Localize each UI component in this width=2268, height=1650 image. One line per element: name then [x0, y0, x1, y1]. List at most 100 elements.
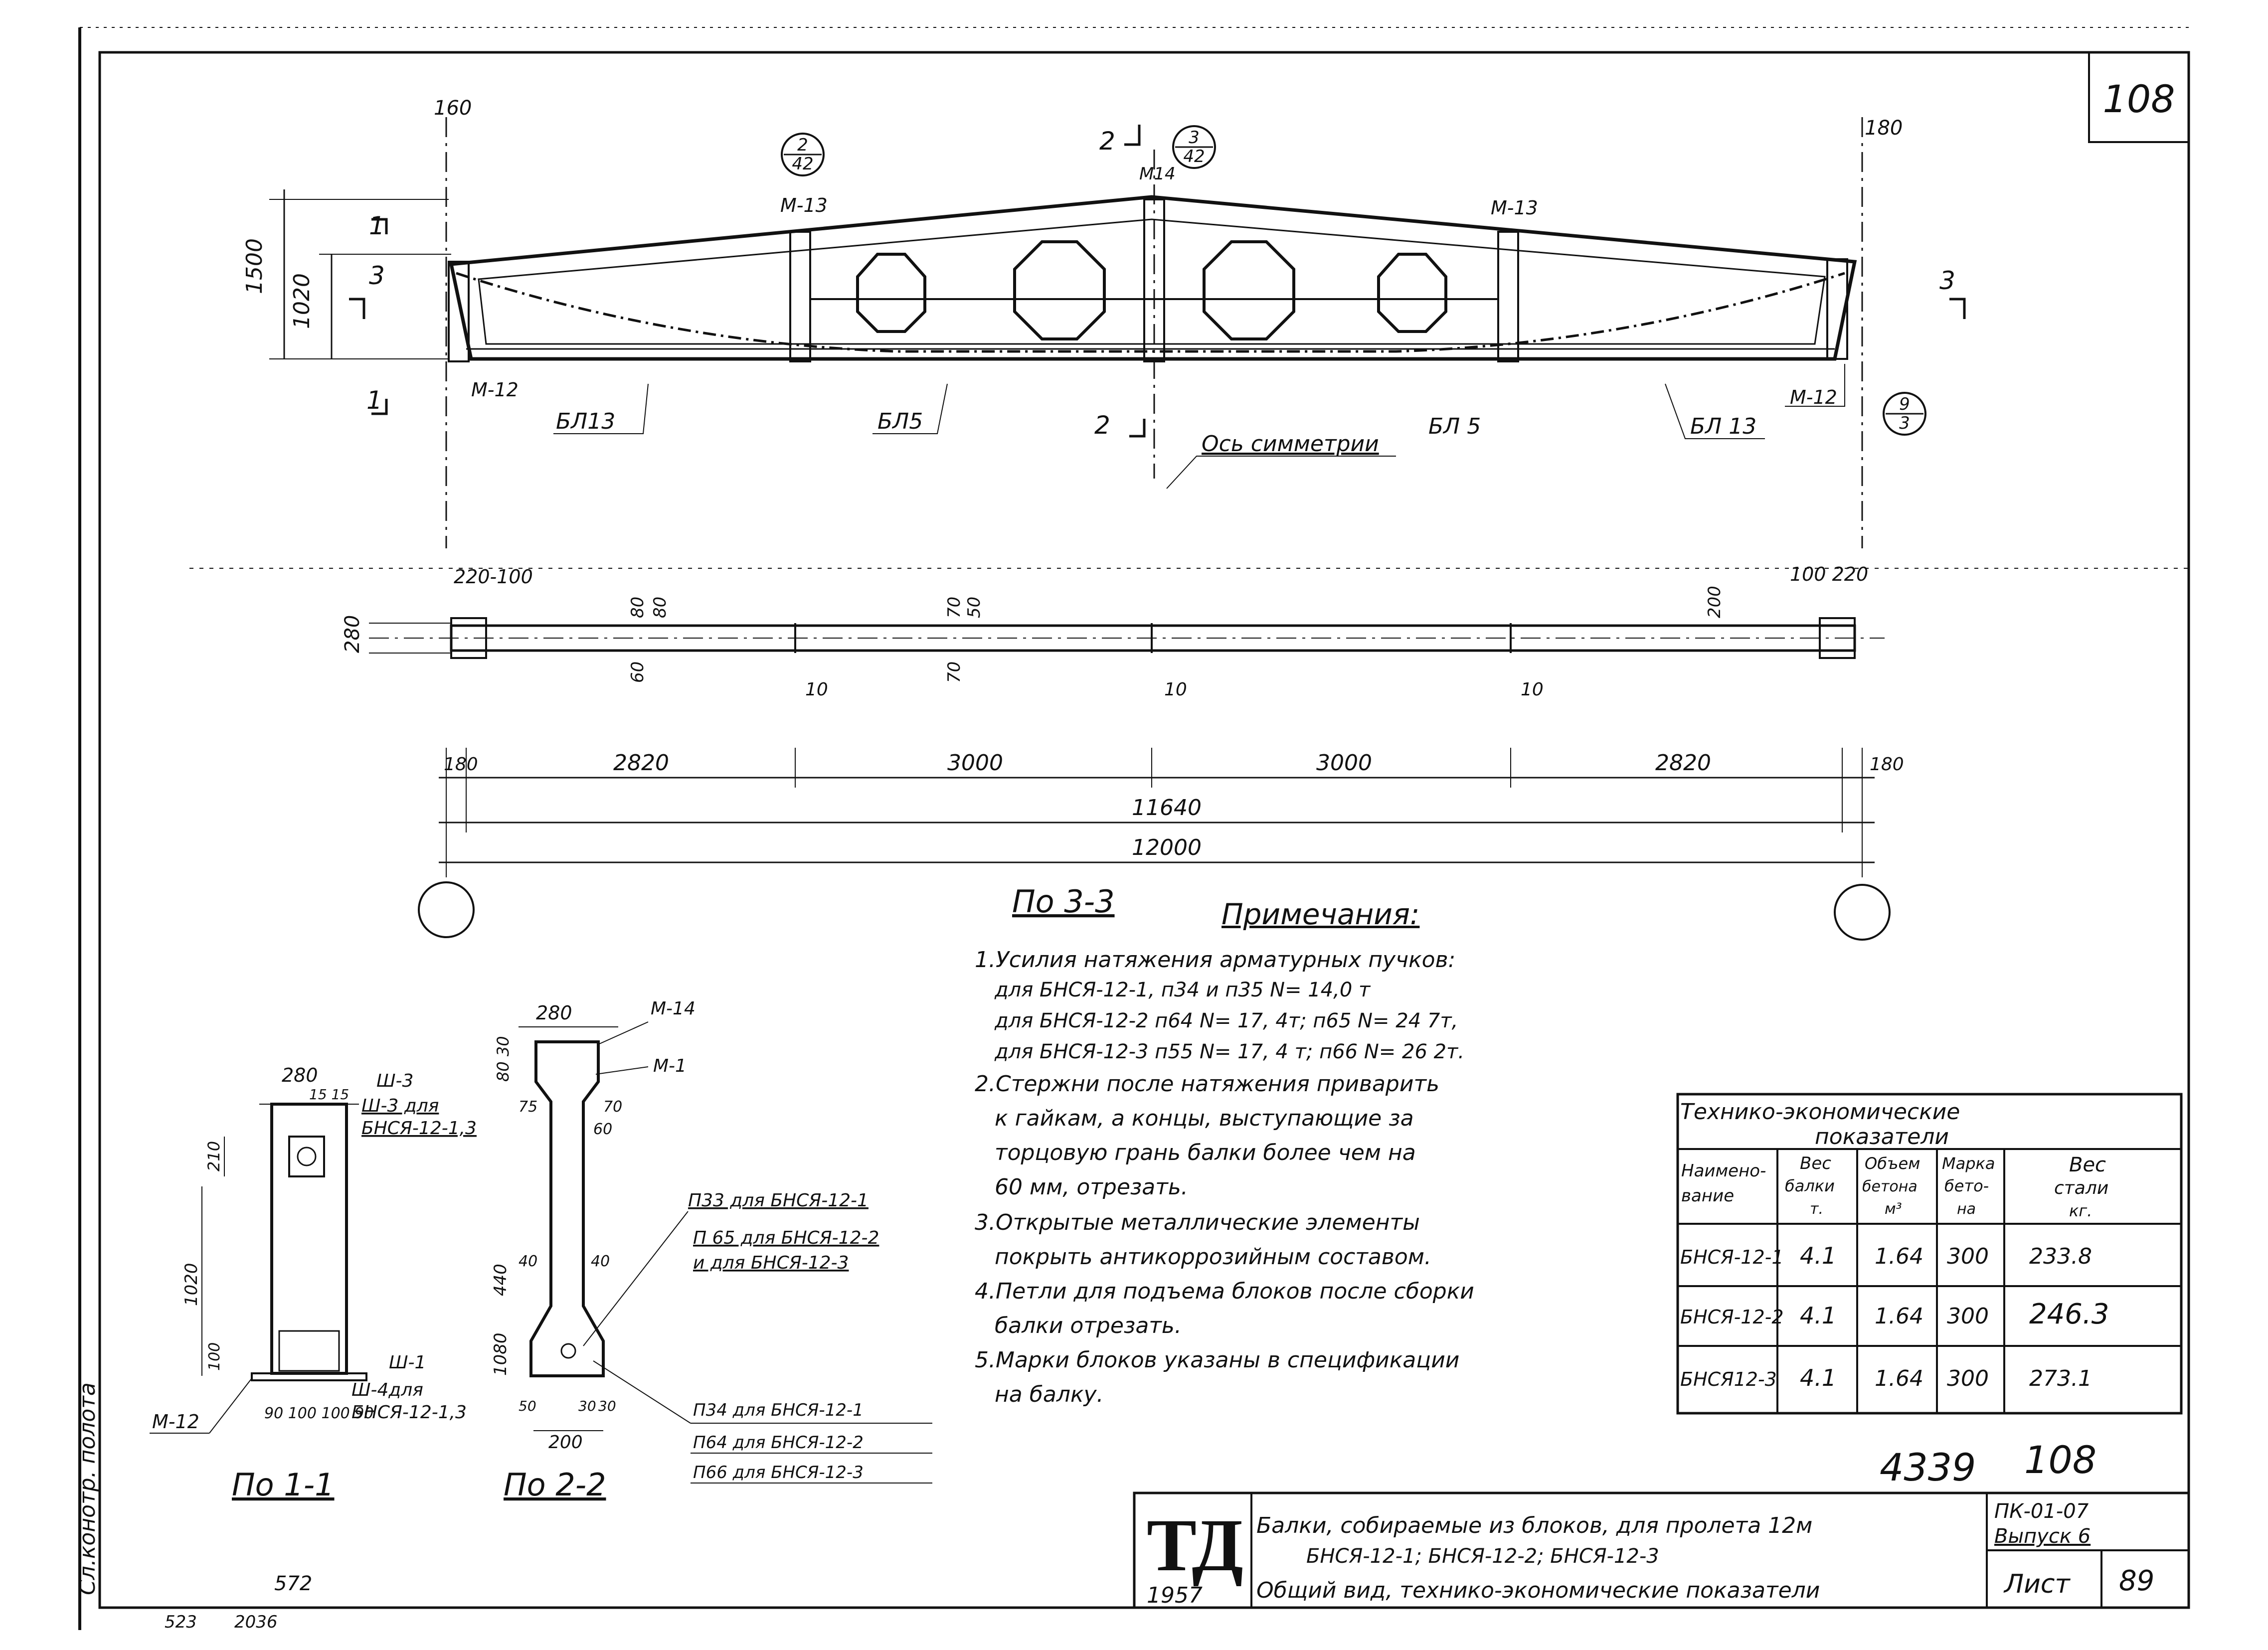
svg-text:балки: балки — [1785, 1176, 1835, 1195]
svg-text:БНСЯ-12-1,3: БНСЯ-12-1,3 — [351, 1402, 467, 1423]
note-line: 5.Марки блоков указаны в спецификации — [975, 1347, 1460, 1373]
dim-1500: 1500 — [242, 238, 267, 294]
section-mark-3-right: 3 — [1939, 266, 1966, 319]
svg-text:Ш-3 для: Ш-3 для — [361, 1096, 439, 1116]
svg-text:1080: 1080 — [491, 1332, 511, 1376]
inventory-number: 4339 — [1880, 1445, 1976, 1489]
svg-text:220-100: 220-100 — [454, 566, 533, 588]
dim-160: 160 — [434, 97, 472, 120]
title-block: ТД 1957 Балки, собираемые из блоков, для… — [1133, 1491, 2190, 1609]
svg-text:П 65 для БНСЯ-12-2: П 65 для БНСЯ-12-2 — [693, 1228, 879, 1248]
svg-text:80 30: 80 30 — [494, 1036, 513, 1082]
svg-text:100 220: 100 220 — [1790, 563, 1868, 585]
svg-text:БНСЯ12-3: БНСЯ12-3 — [1680, 1368, 1777, 1390]
svg-text:Объем: Объем — [1865, 1154, 1920, 1173]
svg-text:M-14: M-14 — [651, 998, 696, 1019]
svg-text:30: 30 — [598, 1398, 616, 1414]
svg-text:30: 30 — [578, 1398, 596, 1414]
svg-text:180: 180 — [444, 754, 478, 775]
note-line: балки отрезать. — [995, 1313, 1182, 1338]
svg-text:440: 440 — [491, 1264, 511, 1296]
table-row: БНСЯ12-3 4.1 1.64 300 273.1 — [1680, 1364, 2092, 1391]
svg-text:и для БНСЯ-12-3: и для БНСЯ-12-3 — [693, 1253, 849, 1273]
svg-text:10: 10 — [805, 679, 828, 700]
note-line: 3.Открытые металлические элементы — [975, 1210, 1420, 1235]
stamp-mark-2036: 2036 — [234, 1612, 278, 1632]
title-line-2: БНСЯ-12-1; БНСЯ-12-2; БНСЯ-12-3 — [1306, 1545, 1659, 1568]
svg-text:3: 3 — [1939, 266, 1955, 295]
label-bl5-left: БЛ5 — [877, 409, 923, 434]
svg-text:БНСЯ-12-1: БНСЯ-12-1 — [1680, 1246, 1784, 1268]
svg-text:1020: 1020 — [181, 1263, 201, 1306]
svg-text:80: 80 — [650, 597, 670, 618]
beam-outline — [449, 195, 1857, 361]
section-1-1-body — [270, 1103, 348, 1375]
svg-text:210: 210 — [204, 1141, 223, 1171]
block-joints — [448, 198, 1848, 362]
label-m13-left: M-13 — [780, 194, 828, 216]
note-line: к гайкам, а концы, выступающие за — [995, 1106, 1414, 1131]
section-mark-1-top: 1 — [369, 211, 388, 240]
svg-text:БНСЯ-12-1,3: БНСЯ-12-1,3 — [361, 1118, 477, 1139]
svg-text:4.1: 4.1 — [1800, 1364, 1836, 1391]
stamp-mark-572: 572 — [274, 1572, 312, 1595]
svg-text:Вес: Вес — [1800, 1154, 1831, 1173]
svg-text:2: 2 — [1099, 127, 1115, 156]
tech-economic-table: Технико-экономические показатели Наимено… — [1676, 1093, 2183, 1415]
svg-text:стали: стали — [2054, 1178, 2108, 1198]
table-row: БНСЯ-12-2 4.1 1.64 300 246.3 — [1680, 1298, 2109, 1330]
svg-text:2: 2 — [1094, 411, 1110, 440]
svg-text:3: 3 — [1189, 128, 1200, 148]
svg-text:246.3: 246.3 — [2029, 1298, 2109, 1330]
beam-inner-outline — [478, 218, 1826, 345]
binding-stamp-text: Сл.конотр. полота — [75, 1382, 100, 1595]
svg-text:M-12: M-12 — [152, 1411, 199, 1433]
label-m14: M14 — [1139, 164, 1176, 184]
dim-1020: 1020 — [289, 273, 315, 329]
svg-text:9: 9 — [1899, 394, 1910, 414]
svg-text:70: 70 — [944, 661, 964, 683]
svg-text:300: 300 — [1947, 1304, 1989, 1329]
svg-text:300: 300 — [1947, 1366, 1989, 1391]
svg-text:280: 280 — [536, 1002, 572, 1024]
svg-text:200: 200 — [548, 1432, 583, 1453]
svg-text:Вес: Вес — [2069, 1154, 2106, 1176]
svg-text:Марка: Марка — [1942, 1154, 1995, 1173]
svg-text:1.64: 1.64 — [1875, 1304, 1923, 1329]
dim-180: 180 — [1865, 117, 1903, 140]
svg-text:на: на — [1957, 1200, 1976, 1218]
svg-text:42: 42 — [792, 154, 813, 174]
label-bl13-left: БЛ13 — [556, 409, 615, 434]
svg-text:280: 280 — [341, 615, 364, 653]
label-bl13-right: БЛ 13 — [1690, 414, 1756, 439]
sheet-label: Лист — [2003, 1569, 2071, 1599]
plan-title: По 3-3 — [1012, 883, 1115, 920]
svg-text:70: 70 — [944, 597, 964, 618]
tendon-profile — [456, 272, 1845, 353]
section-2-2: 280 M-14 M-1 80 30 75 70 60 40 40 440 10… — [491, 998, 932, 1503]
svg-text:П66 для БНСЯ-12-3: П66 для БНСЯ-12-3 — [693, 1463, 864, 1483]
svg-text:1.64: 1.64 — [1875, 1244, 1923, 1269]
label-m13-right: M-13 — [1491, 197, 1538, 219]
stamp-mark-523: 523 — [165, 1612, 197, 1632]
organization-logo: ТД — [1147, 1504, 1243, 1587]
section-mark-2-bottom: 2 — [1094, 411, 1146, 440]
table-title-2: показатели — [1815, 1124, 1949, 1150]
callout-2-42: 2 42 — [781, 133, 825, 176]
svg-text:2820: 2820 — [613, 750, 669, 776]
beam-plan: 220-100 100 220 280 80 80 60 70 50 70 20… — [189, 563, 2189, 941]
sheet-number-box — [2088, 51, 2190, 143]
svg-text:10: 10 — [1521, 679, 1544, 700]
svg-text:233.8: 233.8 — [2029, 1244, 2092, 1269]
note-line: торцовую грань балки более чем на — [995, 1140, 1416, 1165]
section-2-2-body — [529, 1040, 605, 1377]
svg-text:П34 для БНСЯ-12-1: П34 для БНСЯ-12-1 — [693, 1400, 864, 1420]
label-m12-left: M-12 — [471, 379, 519, 401]
title-line-3: Общий вид, технико-экономические показат… — [1256, 1578, 1820, 1603]
series-code: ПК-01-07 — [1994, 1500, 2089, 1523]
title-year: 1957 — [1147, 1583, 1203, 1608]
svg-text:4.1: 4.1 — [1800, 1302, 1836, 1329]
svg-text:вание: вание — [1681, 1186, 1734, 1206]
label-bl5-right: БЛ 5 — [1428, 414, 1481, 439]
table-row: БНСЯ-12-1 4.1 1.64 300 233.8 — [1680, 1242, 2092, 1269]
